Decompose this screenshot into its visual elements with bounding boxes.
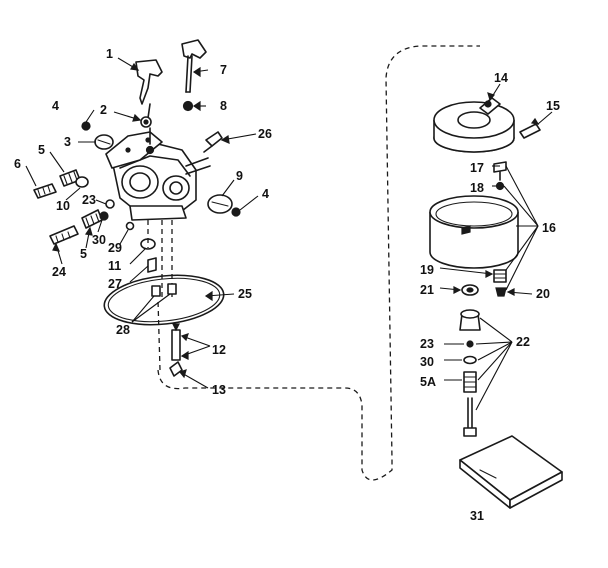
part-label-1: 1: [106, 47, 113, 61]
throttle-plate: [94, 134, 114, 150]
valve-clip: [495, 181, 505, 191]
part-label-8: 8: [220, 99, 227, 113]
float-pin: [147, 257, 157, 273]
part-label-29: 29: [108, 241, 122, 255]
bowl-washer: [461, 284, 479, 296]
spring-washer: [495, 287, 507, 297]
part-label-31: 31: [470, 509, 484, 523]
part-label-18: 18: [470, 181, 484, 195]
fuel-fitting: [203, 131, 223, 153]
part-label-17: 17: [470, 161, 484, 175]
nut-gasket: [466, 340, 474, 348]
float-bowl: [429, 195, 519, 269]
fuel-line-dashed-path: [157, 45, 480, 481]
bowl-nut: [459, 309, 481, 331]
part-label-27: 27: [108, 277, 122, 291]
part-label-23-right: 23: [420, 337, 434, 351]
idle-gasket: [75, 176, 89, 188]
part-label-4-right: 4: [262, 187, 269, 201]
part-label-23-left: 23: [82, 193, 96, 207]
part-label-5-top: 5: [38, 143, 45, 157]
part-label-25: 25: [238, 287, 252, 301]
part-label-5-bottom: 5: [80, 247, 87, 261]
mixture-screw-spring: [81, 209, 103, 229]
cover-pin: [519, 123, 541, 139]
part-label-28: 28: [116, 323, 130, 337]
idle-speed-screw: [33, 183, 57, 199]
part-label-7: 7: [220, 63, 227, 77]
throttle-shaft-seal: [140, 116, 152, 128]
part-label-21: 21: [420, 283, 434, 297]
part-label-16: 16: [542, 221, 556, 235]
part-label-2: 2: [100, 103, 107, 117]
filter-pad: [459, 435, 563, 509]
part-label-4-left: 4: [52, 99, 59, 113]
leader-arrowheads: [52, 62, 540, 379]
adjusting-spring: [463, 371, 477, 393]
float-valve: [493, 161, 507, 181]
choke-plate: [207, 194, 233, 214]
bowl-gasket-ring: [103, 274, 225, 326]
part-label-15: 15: [546, 99, 560, 113]
mixture-screw: [49, 225, 79, 245]
needle-valve: [463, 397, 477, 437]
plate-screw-left: [81, 121, 91, 131]
part-label-14: 14: [494, 71, 508, 85]
part-label-19: 19: [420, 263, 434, 277]
part-label-6: 6: [14, 157, 21, 171]
part-label-30-right: 30: [420, 355, 434, 369]
part-label-5A: 5A: [420, 375, 436, 389]
part-label-20: 20: [536, 287, 550, 301]
part-label-11: 11: [108, 259, 121, 273]
part-labels: 1 2 3 4 4 5 5 6 7 8 9 10 11 12 13 14 15 …: [14, 47, 560, 523]
choke-shaft: [181, 39, 207, 93]
part-label-26: 26: [258, 127, 272, 141]
part-label-22: 22: [516, 335, 530, 349]
part-label-30-left: 30: [92, 233, 106, 247]
choke-spring: [182, 100, 194, 112]
part-label-24: 24: [52, 265, 66, 279]
plate-screw-right: [231, 207, 241, 217]
part-label-3: 3: [64, 135, 71, 149]
main-nozzle: [171, 323, 181, 361]
gasket-pins: [151, 283, 177, 297]
carburetor-body: [105, 127, 211, 221]
nut-washer: [463, 355, 477, 365]
nozzle-tip: [169, 361, 183, 377]
part-label-9: 9: [236, 169, 243, 183]
bowl-cover: [433, 97, 515, 153]
part-label-10: 10: [56, 199, 70, 213]
throttle-lever: [135, 59, 163, 119]
part-label-12: 12: [212, 343, 226, 357]
inlet-needle-seat: [125, 221, 135, 231]
part-label-13: 13: [212, 383, 226, 397]
bowl-spring: [493, 269, 507, 283]
